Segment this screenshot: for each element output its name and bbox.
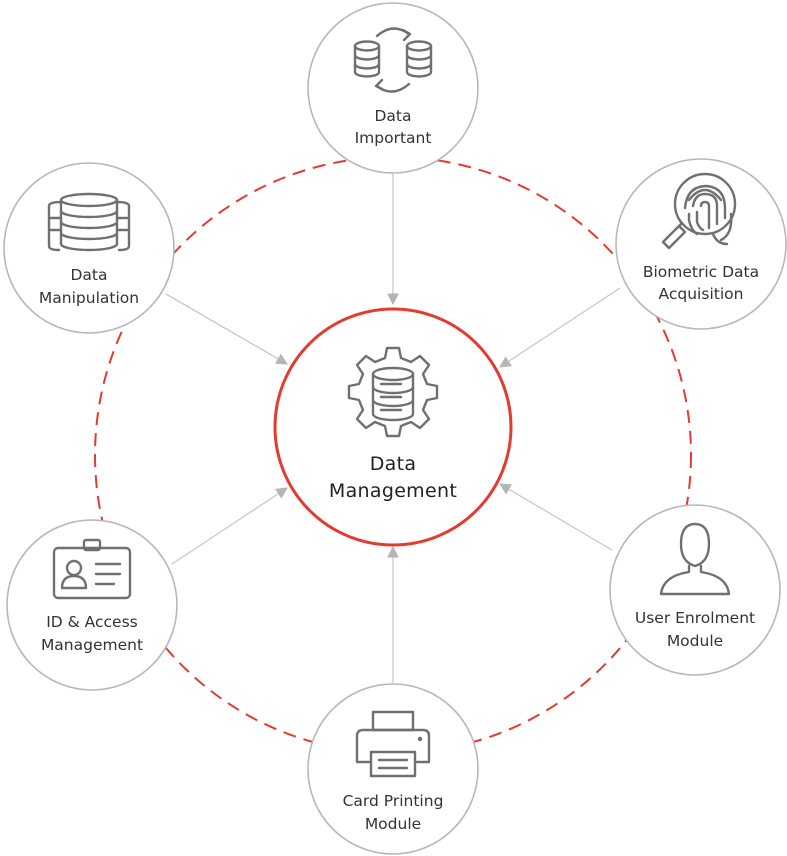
user-icon [659, 522, 731, 596]
node-label-line2: Important [355, 129, 432, 147]
node-label-line1: Data [374, 107, 411, 125]
node-label-line2: Manipulation [39, 289, 139, 307]
center-title-line2: Management [329, 480, 457, 502]
database-sync-icon [353, 27, 433, 93]
printer-icon [355, 710, 431, 778]
connector-data-manipulation [165, 293, 289, 365]
fingerprint-magnifier-icon [661, 172, 737, 250]
node-circle [3, 162, 175, 334]
node-user-enrolment: User Enrolment Module [609, 504, 781, 676]
node-label-line1: User Enrolment [635, 609, 755, 627]
node-label-line2: Module [667, 632, 723, 650]
center-circle [273, 307, 513, 547]
node-label-line2: Acquisition [659, 285, 744, 303]
node-data-important: Data Important [307, 2, 479, 174]
id-badge-icon [52, 538, 132, 600]
node-label-line1: Biometric Data [643, 263, 759, 281]
node-circle [609, 504, 781, 676]
node-biometric: Biometric Data Acquisition [615, 158, 787, 330]
node-label-line2: Module [365, 815, 421, 833]
connector-user-enrolment [498, 483, 613, 551]
connector-id-access [171, 487, 288, 565]
node-data-manipulation: Data Manipulation [3, 162, 175, 334]
node-label-line2: Management [41, 636, 143, 654]
database-gear-icon [347, 346, 439, 438]
node-circle [615, 158, 787, 330]
node-card-printing: Card Printing Module [307, 683, 479, 855]
node-id-access: ID & Access Management [6, 519, 178, 691]
connectors [165, 170, 621, 683]
node-circle [6, 519, 178, 691]
node-circle [307, 2, 479, 174]
center-title-line1: Data [370, 453, 417, 475]
connector-biometric [499, 287, 621, 368]
node-label-line1: Data [70, 266, 107, 284]
center-node: Data Management [273, 307, 513, 547]
database-stack-icon [47, 192, 131, 252]
node-label-line1: Card Printing [343, 792, 444, 810]
node-label-line1: ID & Access [46, 613, 138, 631]
